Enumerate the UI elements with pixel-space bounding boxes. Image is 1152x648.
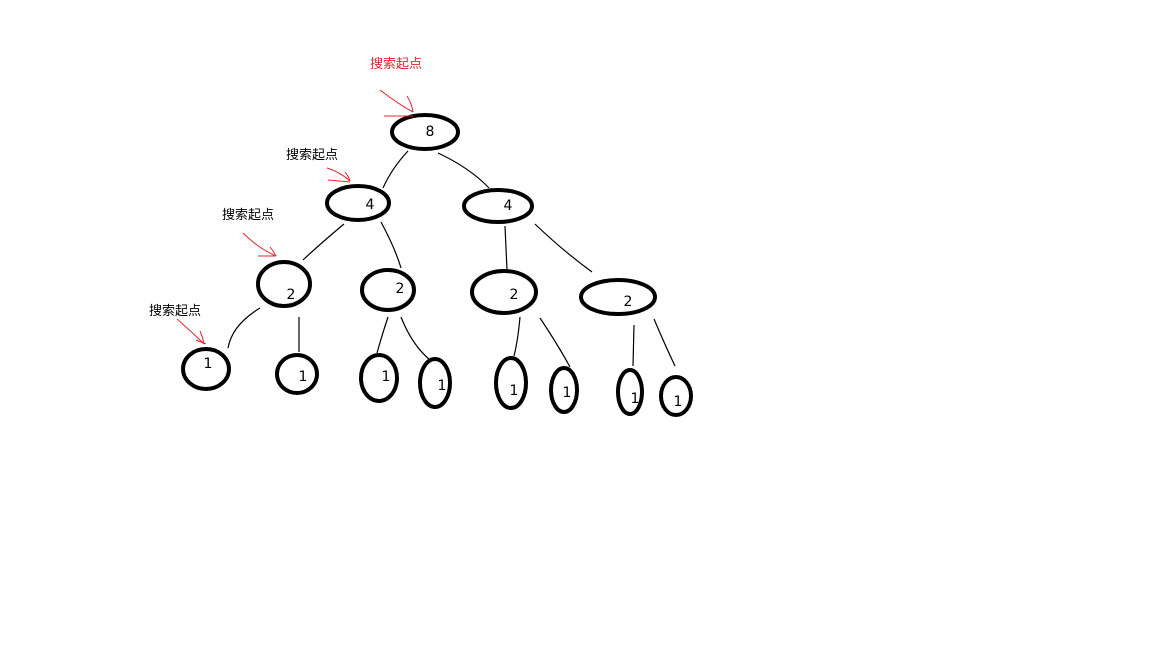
node-label: 1 bbox=[563, 385, 572, 401]
arrow-stroke bbox=[344, 171, 351, 182]
edge-l2c-l3f bbox=[539, 317, 571, 368]
search-start-label: 搜索起点 bbox=[370, 57, 422, 72]
arrow-stroke bbox=[195, 339, 207, 345]
node-label: 1 bbox=[382, 369, 391, 385]
node-label: 2 bbox=[510, 287, 519, 303]
search-start-label: 搜索起点 bbox=[286, 148, 338, 163]
edge-l1a-l2a bbox=[302, 223, 345, 261]
search-start-label: 搜索起点 bbox=[222, 208, 274, 223]
node-label: 1 bbox=[510, 383, 519, 399]
tree-node-l1b: 4 bbox=[462, 188, 534, 224]
arrow-stroke bbox=[327, 179, 351, 183]
edge-l2d-l3h bbox=[653, 318, 676, 367]
tree-node-l3h: 1 bbox=[659, 375, 693, 417]
edge-l1b-l2d bbox=[534, 223, 593, 273]
node-ellipse bbox=[275, 353, 319, 395]
arrow-stroke bbox=[406, 95, 414, 113]
search-start-label: 搜索起点 bbox=[149, 304, 201, 319]
tree-node-l2c: 2 bbox=[470, 269, 538, 315]
arrow-stroke bbox=[242, 232, 277, 257]
edge-l1b-l2c bbox=[504, 225, 508, 271]
node-ellipse bbox=[256, 260, 312, 308]
node-ellipse bbox=[181, 347, 231, 391]
edge-l2b-l3c bbox=[376, 316, 389, 354]
node-label: 2 bbox=[396, 281, 405, 297]
tree-node-l3a: 1 bbox=[181, 347, 231, 391]
tree-node-l2a: 2 bbox=[256, 260, 312, 308]
tree-node-l3c: 1 bbox=[359, 353, 399, 403]
node-ellipse bbox=[470, 269, 538, 315]
edge-root-l1a bbox=[382, 150, 409, 189]
node-label: 1 bbox=[438, 378, 447, 394]
node-label: 4 bbox=[504, 198, 513, 214]
tree-node-root: 8 bbox=[390, 113, 460, 151]
node-ellipse bbox=[359, 353, 399, 403]
tree-node-l3f: 1 bbox=[549, 366, 579, 414]
arrow-stroke bbox=[326, 167, 351, 182]
node-ellipse bbox=[579, 278, 657, 316]
edge-l2d-l3g bbox=[632, 324, 635, 367]
tree-node-l3d: 1 bbox=[418, 357, 452, 409]
node-label: 1 bbox=[204, 356, 213, 372]
node-label: 2 bbox=[624, 294, 633, 310]
node-ellipse bbox=[659, 375, 693, 417]
node-label: 1 bbox=[299, 369, 308, 385]
tree-node-l3g: 1 bbox=[616, 368, 644, 416]
node-ellipse bbox=[360, 268, 416, 312]
edges bbox=[227, 150, 676, 368]
node-ellipse bbox=[390, 113, 460, 151]
edge-l2c-l3e bbox=[513, 316, 521, 357]
arrow-stroke bbox=[269, 246, 277, 257]
tree-node-l3b: 1 bbox=[275, 353, 319, 395]
node-label: 1 bbox=[631, 391, 640, 407]
annotation-root: 搜索起点 bbox=[370, 57, 422, 117]
edge-l1a-l2b bbox=[380, 221, 402, 269]
node-ellipse bbox=[549, 366, 579, 414]
node-ellipse bbox=[462, 188, 534, 224]
node-ellipse bbox=[616, 368, 644, 416]
annotation-l3a: 搜索起点 bbox=[149, 304, 207, 345]
edge-l2b-l3d bbox=[400, 316, 431, 361]
tree-node-l3e: 1 bbox=[494, 356, 528, 410]
tree-node-l2b: 2 bbox=[360, 268, 416, 312]
node-label: 4 bbox=[366, 197, 375, 213]
annotation-l2a: 搜索起点 bbox=[222, 208, 277, 257]
tree-node-l2d: 2 bbox=[579, 278, 657, 316]
arrow-stroke bbox=[379, 89, 414, 113]
node-ellipse bbox=[494, 356, 528, 410]
edge-l2a-l3a bbox=[227, 307, 261, 349]
tree-node-l1a: 4 bbox=[325, 184, 391, 222]
node-label: 1 bbox=[674, 394, 683, 410]
annotation-l1a: 搜索起点 bbox=[286, 148, 351, 183]
node-label: 8 bbox=[426, 124, 435, 140]
node-ellipse bbox=[418, 357, 452, 409]
node-ellipse bbox=[325, 184, 391, 222]
edge-root-l1b bbox=[437, 152, 490, 189]
nodes: 8 4 4 2 2 2 2 1 1 1 1 1 1 1 1 bbox=[181, 113, 693, 417]
node-label: 2 bbox=[287, 287, 296, 303]
